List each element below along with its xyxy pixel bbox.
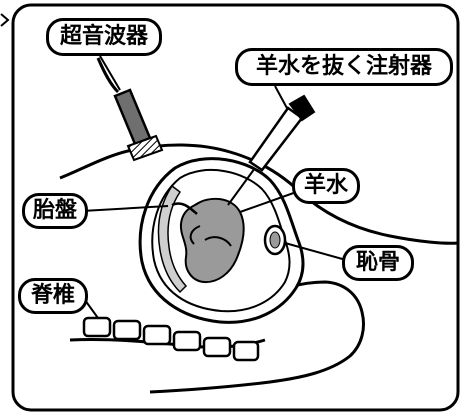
syringe-barrel xyxy=(248,106,304,172)
label-spine: 脊椎 xyxy=(18,278,88,314)
leader-amniotic xyxy=(239,189,303,213)
syringe-needle xyxy=(227,167,256,206)
probe-head xyxy=(126,134,164,162)
leader-pubic xyxy=(284,242,347,261)
label-amniotic-fluid: 羊水 xyxy=(292,168,360,204)
diagram-frame xyxy=(11,3,460,412)
vertebra xyxy=(232,340,260,362)
label-pubic-bone: 恥骨 xyxy=(342,245,414,281)
pelvic-contour xyxy=(149,280,365,394)
syringe-plunger-cap xyxy=(288,94,316,122)
corner-mark xyxy=(0,13,10,27)
label-ultrasound-probe: 超音波器 xyxy=(46,18,162,56)
spine xyxy=(82,316,260,362)
umbilical-cord xyxy=(171,202,198,215)
fetus-limb xyxy=(204,236,232,247)
vertebra xyxy=(82,316,112,338)
fetus-limb-2 xyxy=(189,225,201,245)
syringe xyxy=(227,94,316,206)
probe-body xyxy=(113,88,152,146)
vertebra xyxy=(202,336,232,358)
vertebra xyxy=(112,319,142,341)
probe-cable xyxy=(96,57,120,94)
label-placenta: 胎盤 xyxy=(22,193,88,229)
ultrasound-probe xyxy=(96,57,164,162)
placenta-band xyxy=(157,184,188,294)
label-amniocentesis-needle: 羊水を抜く注射器 xyxy=(235,48,453,86)
leader-needle xyxy=(274,85,289,111)
vertebra xyxy=(142,324,172,346)
vertebra xyxy=(172,330,202,352)
leader-placenta xyxy=(81,205,169,212)
leader-ultrasound xyxy=(99,55,121,91)
pubic-bone-inner xyxy=(269,231,281,249)
